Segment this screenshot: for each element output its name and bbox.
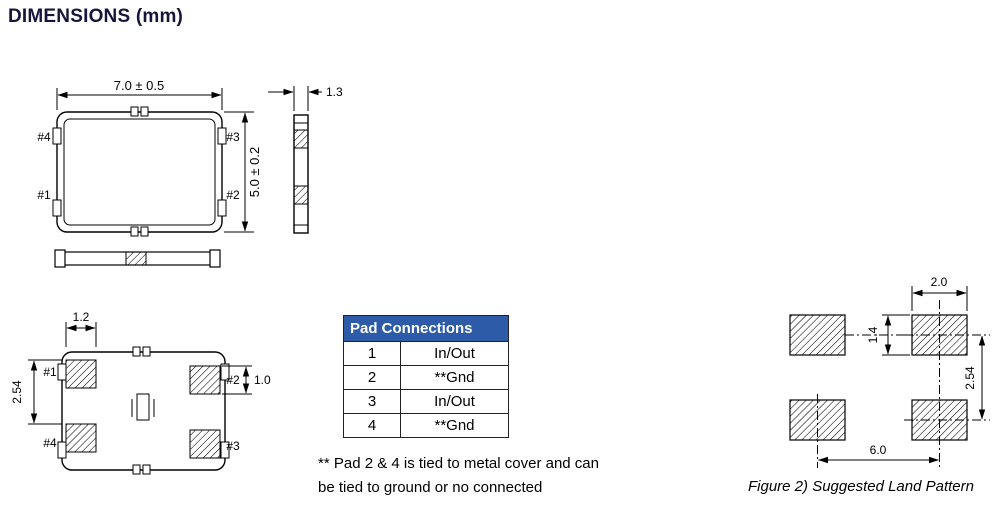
pad-connection: **Gnd xyxy=(400,413,509,438)
figure-caption: Figure 2) Suggested Land Pattern xyxy=(748,478,974,495)
bottom-view-pad3-label: #3 xyxy=(226,439,240,453)
top-view-pad2-label: #2 xyxy=(226,188,240,202)
table-row: 2 **Gnd xyxy=(343,365,509,390)
bottom-view-outline xyxy=(57,346,230,475)
pad-connection: In/Out xyxy=(400,389,509,414)
page-title: DIMENSIONS (mm) xyxy=(8,6,184,27)
table-row: 3 In/Out xyxy=(343,389,509,414)
tab-pad3 xyxy=(217,127,227,145)
land-pattern-drawing: 2.0 1.4 2.54 6.0 xyxy=(789,275,990,468)
bottom-pad-pitch-dimension xyxy=(28,359,62,425)
land-pad-width-label: 2.0 xyxy=(931,275,948,289)
ground-footnote: ** Pad 2 & 4 is tied to metal cover and … xyxy=(318,452,599,500)
land-pad-height-label: 1.4 xyxy=(866,326,880,343)
top-view-pad1-label: #1 xyxy=(37,188,51,202)
side-view-hatch-top xyxy=(293,129,309,149)
pad-number: 2 xyxy=(343,365,401,390)
land-pad-top-left xyxy=(789,314,846,356)
top-view-width-dimension xyxy=(56,88,223,110)
bottom-pad-4 xyxy=(65,423,97,453)
table-row: 1 In/Out xyxy=(343,341,509,366)
pad-connection: **Gnd xyxy=(400,365,509,390)
land-pad-height-dimension xyxy=(882,314,910,356)
top-view-outline xyxy=(52,106,227,237)
side-view-thickness-dimension xyxy=(268,86,322,111)
pad-number: 3 xyxy=(343,389,401,414)
side-view-long xyxy=(54,249,221,268)
bottom-pad-width-dimension xyxy=(65,322,97,347)
package-bottom-view: 1.2 2.54 1.0 #1 #2 #4 #3 xyxy=(10,310,271,475)
land-pad-top-right xyxy=(911,314,968,356)
pad-connections-table: Pad Connections 1 In/Out 2 **Gnd 3 In/Ou… xyxy=(343,315,509,438)
bottom-pad-height-dimension xyxy=(222,365,252,395)
pad-number: 1 xyxy=(343,341,401,366)
package-top-and-side-views: 7.0 ± 0.5 5.0 ± 0.2 #4 #3 #1 #2 1.3 xyxy=(37,78,343,268)
table-row: 4 **Gnd xyxy=(343,413,509,438)
land-horizontal-pitch-label: 6.0 xyxy=(870,443,887,457)
footnote-line-1: ** Pad 2 & 4 is tied to metal cover and … xyxy=(318,455,599,472)
top-view-pad3-label: #3 xyxy=(226,130,240,144)
bottom-pad-3 xyxy=(189,429,221,459)
bottom-view-pad4-label: #4 xyxy=(43,436,57,450)
land-vertical-pitch-label: 2.54 xyxy=(963,366,977,390)
tab-pad1 xyxy=(52,199,62,217)
land-pattern-pads xyxy=(789,314,968,441)
top-height-dim-label: 5.0 ± 0.2 xyxy=(247,147,262,198)
tab-pad2 xyxy=(217,199,227,217)
bottom-pad-width-label: 1.2 xyxy=(73,310,90,324)
land-pad-bottom-right xyxy=(911,399,968,441)
top-view-height-dimension xyxy=(224,111,254,233)
side-view-narrow xyxy=(293,114,309,234)
side-view-hatch-bottom xyxy=(293,185,309,205)
bottom-pad-1 xyxy=(65,359,97,389)
crystal-symbol xyxy=(131,393,155,421)
pad-number: 4 xyxy=(343,413,401,438)
pad-connection: In/Out xyxy=(400,341,509,366)
footnote-line-2: be tied to ground or no connected xyxy=(318,479,543,496)
bottom-pad-2 xyxy=(189,365,221,395)
land-pad-width-dimension xyxy=(911,286,968,311)
bottom-pad-height-label: 1.0 xyxy=(254,373,271,387)
table-header: Pad Connections xyxy=(343,315,509,342)
tab-pad4 xyxy=(52,127,62,145)
side-thickness-dim-label: 1.3 xyxy=(326,85,343,99)
top-width-dim-label: 7.0 ± 0.5 xyxy=(114,78,165,93)
table-header-row: Pad Connections xyxy=(343,315,509,342)
bottom-view-pads xyxy=(65,359,221,459)
bottom-pad-pitch-label: 2.54 xyxy=(10,380,24,404)
land-pad-bottom-left xyxy=(789,399,846,441)
side-view-crystal-hatch xyxy=(125,251,147,266)
bottom-view-pad2-label: #2 xyxy=(226,373,240,387)
bottom-view-pad1-label: #1 xyxy=(43,365,57,379)
top-view-pad4-label: #4 xyxy=(37,130,51,144)
